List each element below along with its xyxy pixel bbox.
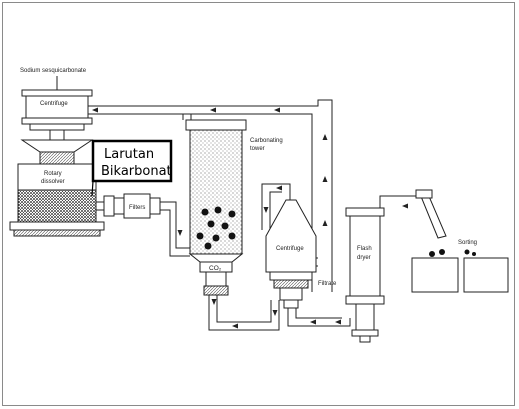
filters bbox=[103, 193, 161, 219]
sorting-bins bbox=[411, 257, 509, 293]
sodium-sesquicarbonate-label: Sodium sesquicarbonate bbox=[20, 68, 87, 74]
dissolver-label: dissolver bbox=[41, 179, 65, 185]
callout-line1: Larutan bbox=[104, 147, 154, 162]
middle-centrifuge bbox=[265, 199, 317, 309]
sorting-label: Sorting bbox=[458, 240, 477, 246]
diagram-frame bbox=[2, 2, 515, 406]
filtrate-label: Filtrate bbox=[318, 281, 337, 287]
flow-arrows bbox=[92, 107, 408, 329]
larutan-bikarbonat-callout bbox=[91, 139, 173, 197]
callout-line2: Bikarbonat bbox=[101, 164, 172, 179]
sorting-crystals bbox=[429, 249, 476, 257]
filters-label: Filters bbox=[129, 205, 145, 211]
flash-dryer bbox=[345, 207, 385, 343]
tower-label: tower bbox=[250, 146, 265, 152]
cyclone bbox=[415, 189, 447, 239]
rotary-label: Rotary bbox=[44, 171, 62, 177]
top-centrifuge bbox=[20, 76, 94, 165]
dryer-label: dryer bbox=[357, 255, 371, 261]
carbonating-label: Carbonating bbox=[250, 138, 283, 144]
tower-crystals bbox=[196, 206, 236, 250]
carbonating-tower bbox=[185, 119, 247, 296]
flash-label: Flash bbox=[357, 246, 372, 252]
centrifuge-mid-label: Centrifuge bbox=[276, 246, 304, 252]
co2-label: CO₂ bbox=[209, 265, 222, 272]
centrifuge-top-label: Centrifuge bbox=[40, 101, 68, 107]
rotary-dissolver bbox=[9, 163, 105, 237]
